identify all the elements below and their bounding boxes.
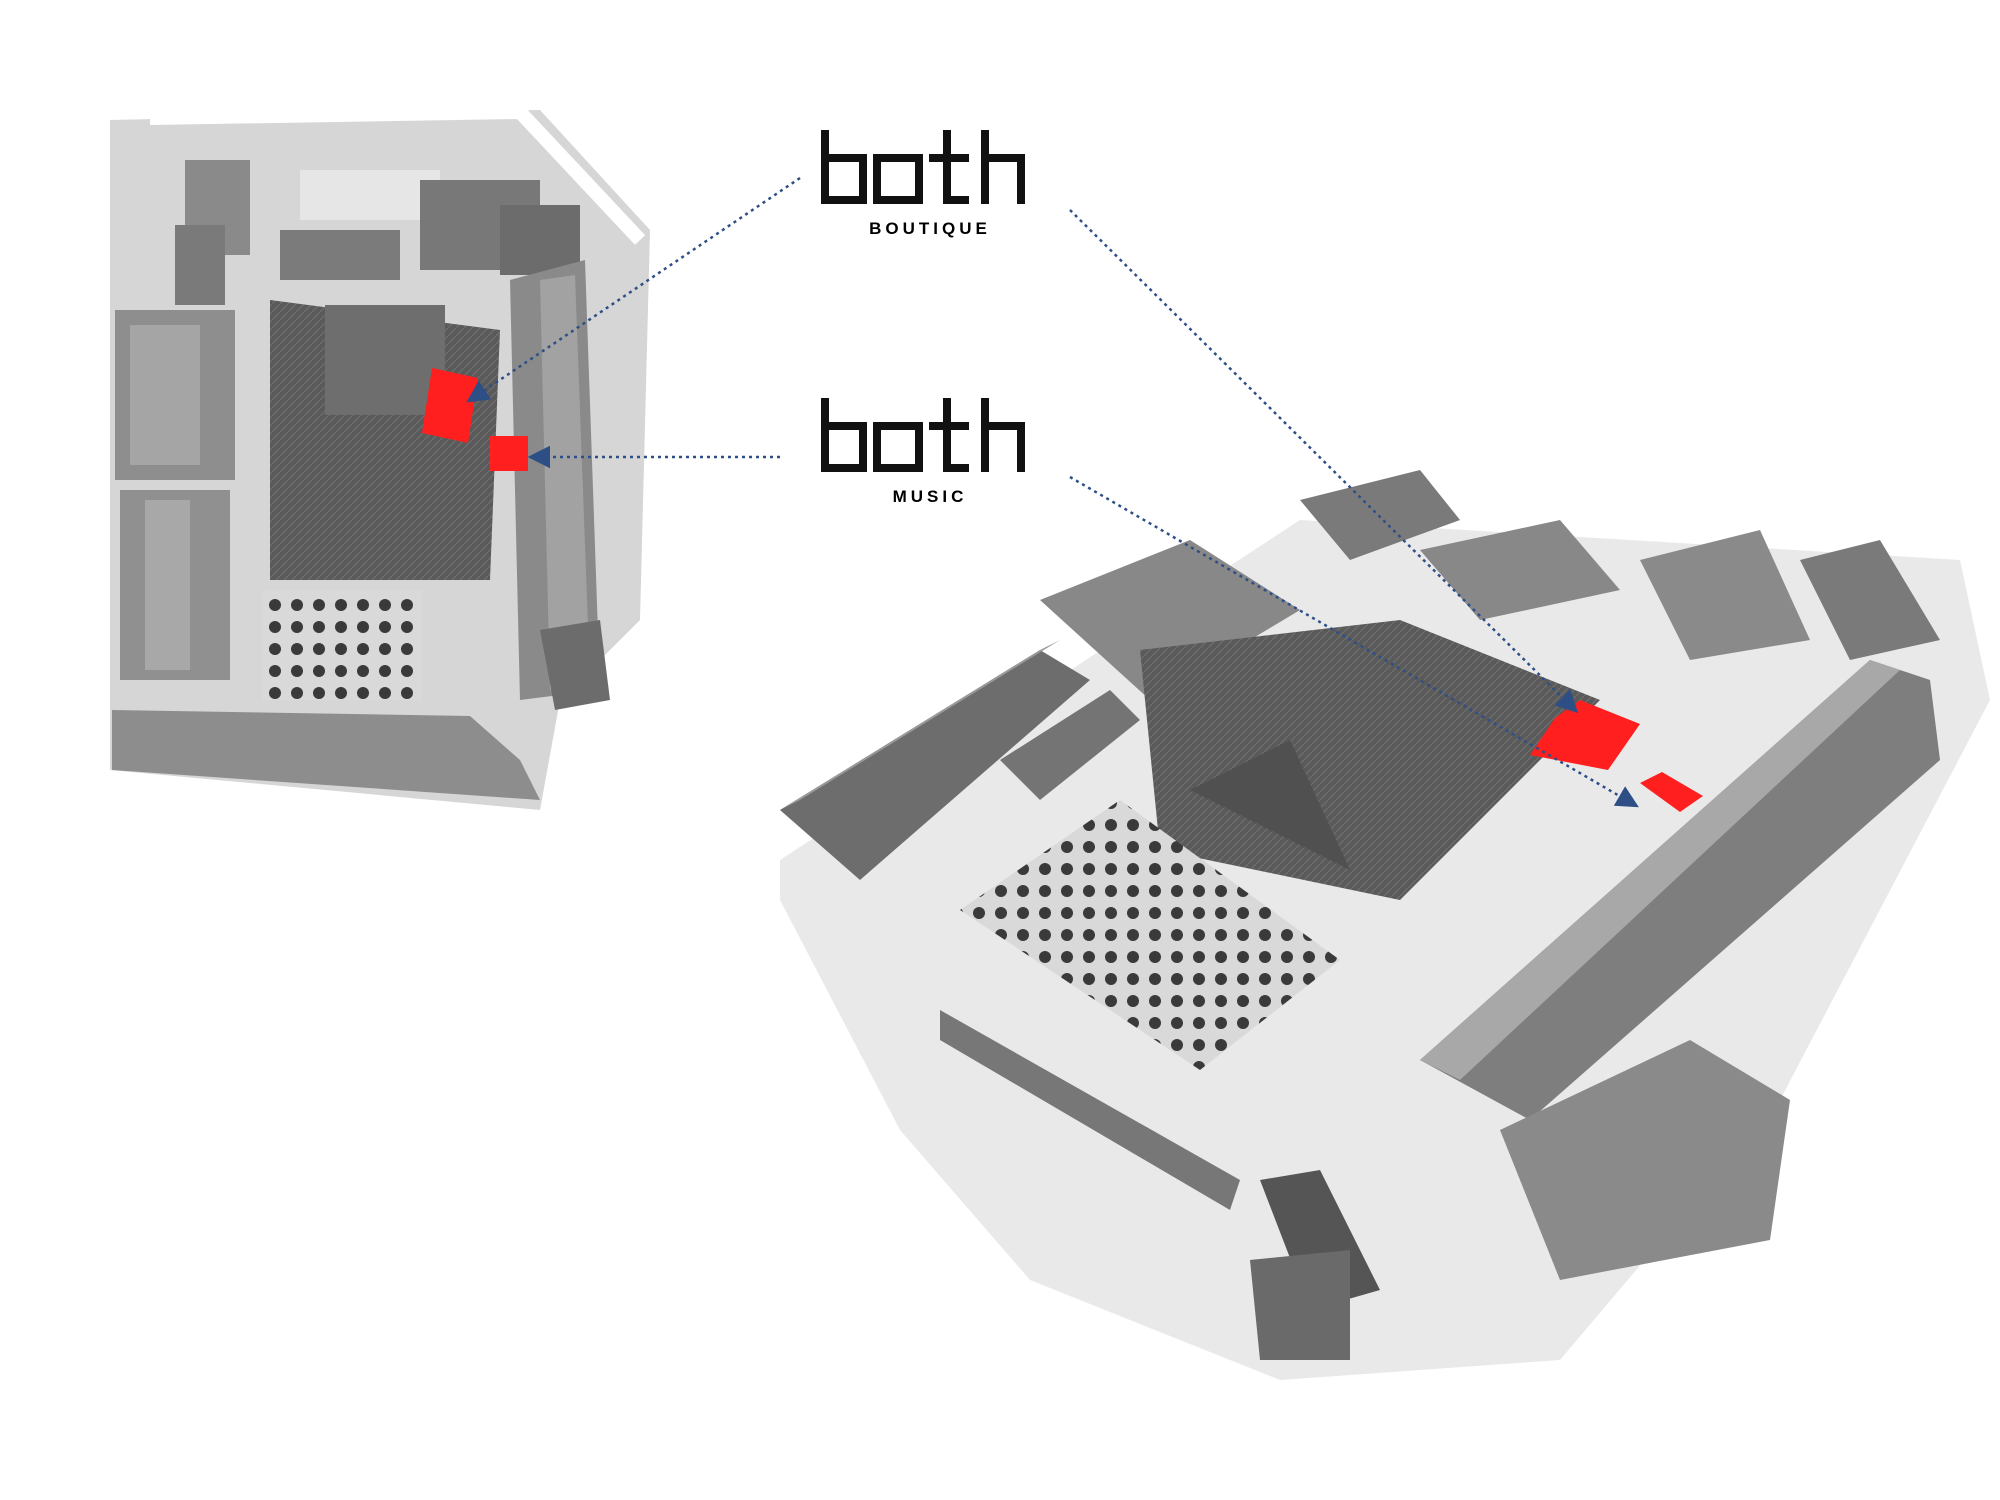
plan-building-west-hall-roof bbox=[130, 325, 200, 465]
plan-building-south-strip bbox=[112, 710, 540, 800]
leader-lines bbox=[466, 176, 1639, 808]
both-wordmark-icon bbox=[821, 398, 1025, 472]
aerial-building-south-strip bbox=[940, 1010, 1240, 1210]
aerial-building-west-long-roof bbox=[780, 640, 1060, 810]
logo-both-music: MUSIC bbox=[800, 398, 1060, 507]
both-wordmark-icon bbox=[821, 130, 1025, 204]
plan-street bbox=[149, 104, 646, 245]
plan-tower-southeast bbox=[540, 620, 610, 710]
aerial-axonometric bbox=[780, 470, 1990, 1380]
aerial-highlight-boutique bbox=[1530, 700, 1640, 770]
leader-boutique-plan bbox=[466, 176, 801, 403]
aerial-building-west-long bbox=[780, 650, 1090, 880]
plan-roof-block bbox=[325, 305, 445, 415]
plan-building-north-d bbox=[500, 205, 580, 275]
aerial-plaza-roof bbox=[1190, 740, 1350, 870]
aerial-building-east-hall-roof bbox=[1420, 660, 1900, 1080]
plan-highlight-music bbox=[490, 436, 528, 471]
aerial-highlight-music bbox=[1640, 772, 1703, 812]
aerial-building-north-b bbox=[1420, 520, 1620, 620]
plan-building-west-low-roof bbox=[145, 500, 190, 670]
plan-highlight-boutique bbox=[422, 368, 478, 443]
aerial-tower-southeast bbox=[1500, 1040, 1790, 1280]
aerial-building-west-block bbox=[1000, 690, 1140, 800]
aerial-building-north-d bbox=[1800, 540, 1940, 660]
logo-music-sub: MUSIC bbox=[892, 487, 968, 506]
plan-building-north-a bbox=[280, 230, 400, 280]
aerial-plaza bbox=[1140, 620, 1600, 900]
logo-both-boutique: BOUTIQUE bbox=[800, 130, 1060, 239]
aerial-tree-grid bbox=[960, 800, 1340, 1070]
plan-building-north-b bbox=[300, 170, 440, 220]
plan-building-west-mid bbox=[175, 225, 225, 305]
aerial-building-north-c bbox=[1640, 530, 1810, 660]
aerial-building-south-block bbox=[1250, 1250, 1350, 1360]
plan-building-east-roof bbox=[540, 275, 590, 690]
aerial-building-west-hall bbox=[1040, 540, 1300, 700]
logo-boutique-sub: BOUTIQUE bbox=[869, 219, 991, 238]
site-plan bbox=[110, 104, 650, 810]
aerial-building-north-a bbox=[1300, 470, 1460, 560]
aerial-building-east-hall bbox=[1420, 660, 1940, 1120]
plan-tree-grid bbox=[262, 590, 422, 700]
